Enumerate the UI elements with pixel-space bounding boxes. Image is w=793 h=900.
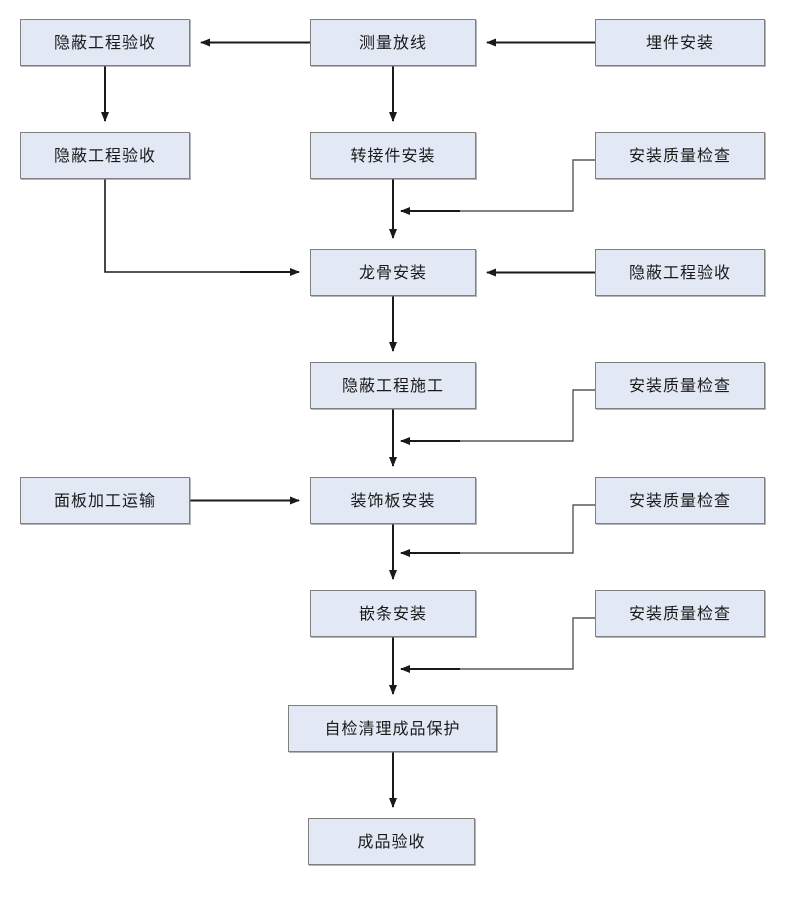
node-埋件安装[interactable]: 埋件安装 [595,19,765,66]
node-label: 安装质量检查 [628,145,731,165]
node-隐蔽工程验收-1[interactable]: 隐蔽工程验收 [20,19,190,66]
node-安装质量检查-1[interactable]: 安装质量检查 [595,132,765,179]
node-label: 隐蔽工程验收 [628,262,731,282]
node-label: 成品验收 [357,831,426,851]
node-面板加工运输[interactable]: 面板加工运输 [20,477,190,524]
node-隐蔽工程施工[interactable]: 隐蔽工程施工 [310,362,476,409]
node-安装质量检查-3[interactable]: 安装质量检查 [595,477,765,524]
node-安装质量检查-2[interactable]: 安装质量检查 [595,362,765,409]
node-龙骨安装[interactable]: 龙骨安装 [310,249,476,296]
node-label: 龙骨安装 [358,262,427,282]
node-label: 自检清理成品保护 [324,718,461,738]
node-label: 安装质量检查 [628,375,731,395]
node-label: 隐蔽工程施工 [341,375,444,395]
node-label: 隐蔽工程验收 [53,32,156,52]
node-自检清理成品保护[interactable]: 自检清理成品保护 [288,705,497,752]
node-label: 嵌条安装 [358,603,427,623]
node-转接件安装[interactable]: 转接件安装 [310,132,476,179]
node-label: 测量放线 [358,32,427,52]
node-label: 安装质量检查 [628,490,731,510]
node-label: 面板加工运输 [53,490,156,510]
edge-隐蔽工程验收-龙骨安装-主线 [104,179,290,273]
node-label: 转接件安装 [350,145,436,165]
node-安装质量检查-4[interactable]: 安装质量检查 [595,590,765,637]
node-隐蔽工程验收-2[interactable]: 隐蔽工程验收 [20,132,190,179]
node-label: 装饰板安装 [350,490,436,510]
node-测量放线[interactable]: 测量放线 [310,19,476,66]
node-隐蔽工程验收-3[interactable]: 隐蔽工程验收 [595,249,765,296]
node-label: 安装质量检查 [628,603,731,623]
node-嵌条安装[interactable]: 嵌条安装 [310,590,476,637]
node-装饰板安装[interactable]: 装饰板安装 [310,477,476,524]
node-label: 隐蔽工程验收 [53,145,156,165]
node-成品验收[interactable]: 成品验收 [308,818,475,865]
node-label: 埋件安装 [645,32,714,52]
